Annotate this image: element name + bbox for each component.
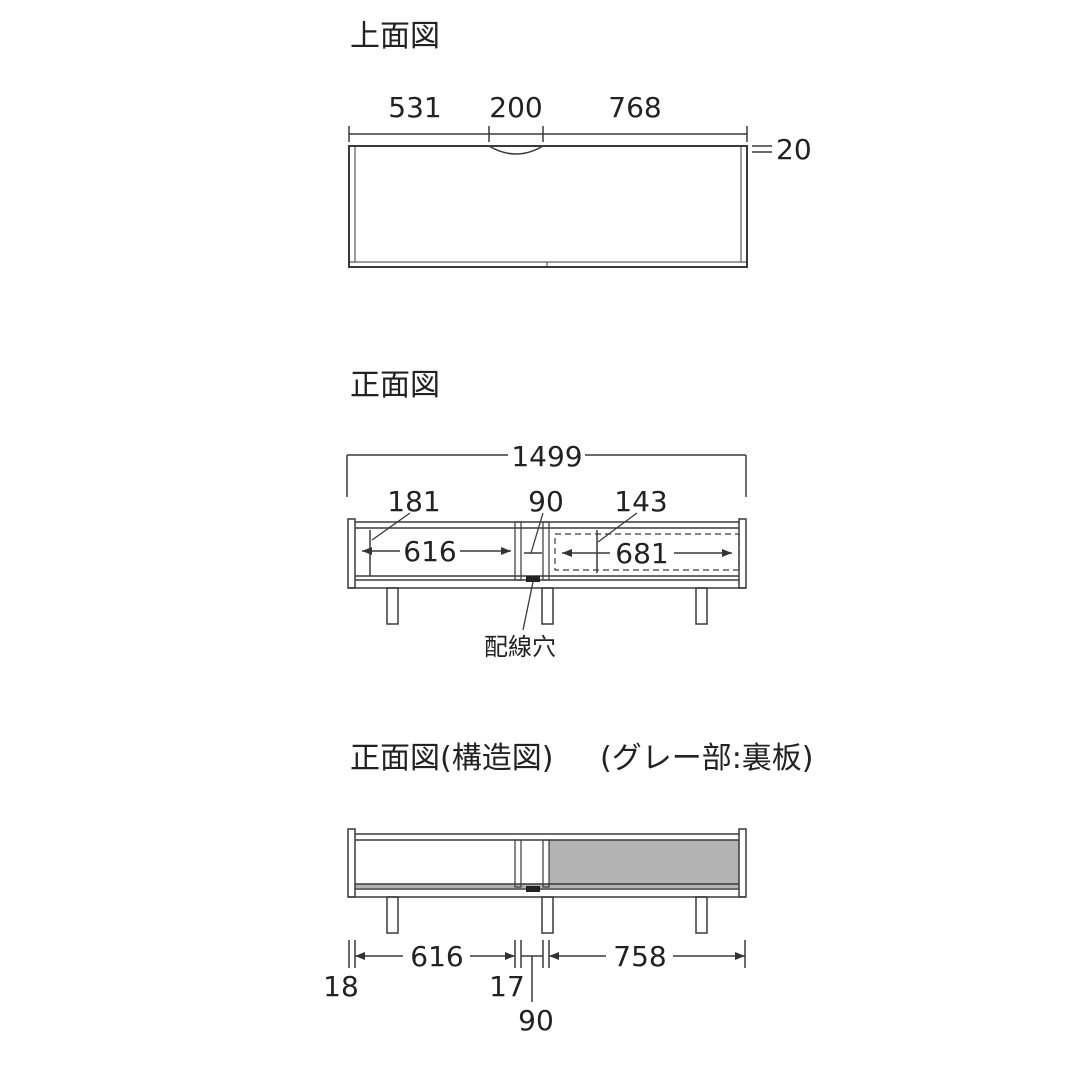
back-panel-bottom bbox=[355, 884, 739, 888]
dim-1499: 1499 bbox=[511, 440, 582, 473]
wiring-hole-marker bbox=[526, 576, 540, 582]
thickness-marker bbox=[752, 145, 772, 153]
dim-181: 181 bbox=[387, 485, 440, 518]
structure-view-title: 正面図(構造図) bbox=[350, 741, 553, 776]
dim-143: 143 bbox=[614, 485, 667, 518]
legs-front bbox=[386, 587, 708, 625]
top-view-title: 上面図 bbox=[350, 19, 440, 54]
dim-17: 17 bbox=[489, 970, 525, 1003]
top-board bbox=[348, 145, 748, 268]
dim-90-structure: 90 bbox=[518, 1004, 554, 1037]
dim-758: 758 bbox=[613, 940, 666, 973]
dim-90-front: 90 bbox=[528, 485, 564, 518]
top-dim-768: 768 bbox=[608, 91, 661, 124]
front-view-title: 正面図 bbox=[350, 368, 440, 403]
top-view: 上面図 531 200 768 20 bbox=[348, 19, 812, 268]
cabinet-structure bbox=[347, 828, 747, 898]
thickness-dim-20: 20 bbox=[776, 133, 812, 166]
drawer-outline-dashed bbox=[554, 533, 740, 571]
dim-18: 18 bbox=[323, 970, 359, 1003]
dim-681: 681 bbox=[615, 537, 668, 570]
structure-view-note: (グレー部:裏板) bbox=[600, 741, 814, 776]
dim-616-front: 616 bbox=[403, 535, 456, 568]
wiring-hole-label: 配線穴 bbox=[484, 633, 556, 661]
back-panel-right bbox=[549, 840, 739, 887]
top-dim-531: 531 bbox=[388, 91, 441, 124]
legs-structure bbox=[386, 896, 708, 934]
top-dim-200: 200 bbox=[489, 91, 542, 124]
cabinet-front bbox=[347, 518, 747, 589]
structure-dimension-lines bbox=[348, 940, 746, 1002]
overall-width-dimension bbox=[346, 454, 747, 497]
inner-dimension-lines bbox=[362, 512, 732, 631]
dim-616-structure: 616 bbox=[410, 940, 463, 973]
top-dimension-line bbox=[348, 126, 748, 142]
front-view: 正面図 1499 181 90 143 bbox=[346, 368, 747, 661]
structure-view: 正面図(構造図) (グレー部:裏板) bbox=[323, 741, 813, 1037]
